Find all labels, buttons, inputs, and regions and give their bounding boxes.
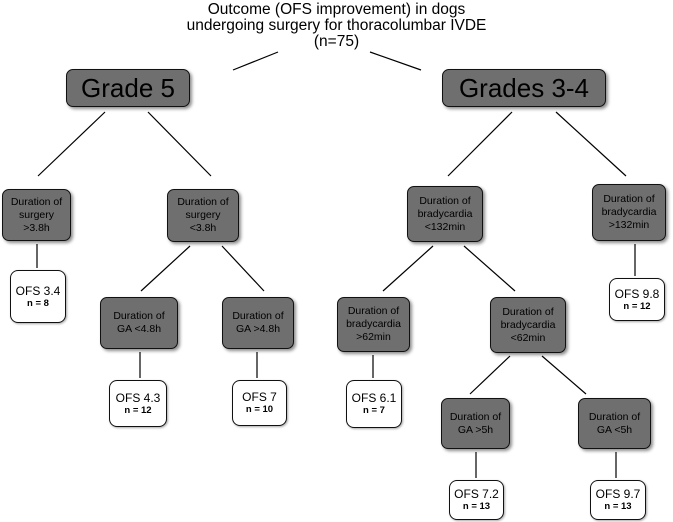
outcome-ofs-value: OFS 7.2	[454, 487, 499, 501]
outcome-ofs-value: OFS 7	[242, 390, 277, 404]
connector-grade5-surgery-lt	[147, 111, 212, 177]
node-label-line: >132min	[608, 219, 650, 231]
node-label-line: bradycardia	[417, 207, 473, 220]
node-bradycardia-lt-62min: Duration of bradycardia <62min	[490, 297, 566, 353]
diagram-title: Outcome (OFS improvement) in dogs underg…	[130, 2, 543, 50]
node-label-line: GA <4.8h	[116, 323, 162, 335]
outcome-ofs-value: OFS 6.1	[351, 391, 397, 405]
node-ga-gt-5h: Duration of GA >5h	[441, 398, 510, 449]
connector-brady-lt132-brady-gt62	[382, 245, 434, 292]
title-line-2: undergoing surgery for thoracolumbar IVD…	[186, 17, 487, 34]
node-label-line: surgery	[18, 208, 54, 221]
node-label-line: bradycardia	[601, 206, 657, 218]
node-surgery-gt-3-8h: Duration of surgery >3.8h	[2, 189, 71, 241]
node-label-line: Duration of	[10, 195, 63, 208]
connector-grades34-brady-gt132	[555, 111, 627, 177]
connector-grade5-surgery-gt	[37, 111, 106, 177]
node-label-line: Duration of	[347, 305, 400, 317]
node-label-line: GA <5h	[596, 423, 633, 436]
node-ga-gt-4-8h: Duration of GA >4.8h	[222, 297, 294, 349]
node-label-line: Duration of	[113, 310, 165, 322]
node-grades-3-4: Grades 3-4	[442, 69, 606, 107]
node-label-line: surgery	[185, 209, 221, 221]
outcome-ofs-value: OFS 3.4	[15, 283, 61, 298]
node-label-line: GA >4.8h	[235, 323, 281, 335]
outcome-sample-size: n = 13	[462, 501, 491, 512]
node-label-line: bradycardia	[500, 318, 556, 331]
outcome-ofs-7: OFS 7 n = 10	[232, 380, 287, 426]
node-label-line: GA >5h	[457, 423, 494, 436]
outcome-sample-size: n = 7	[363, 405, 385, 416]
outcome-ofs-4-3: OFS 4.3 n = 12	[109, 380, 167, 427]
outcome-ofs-value: OFS 4.3	[115, 390, 161, 405]
outcome-ofs-3-4: OFS 3.4 n = 8	[10, 270, 66, 323]
title-line-1: Outcome (OFS improvement) in dogs	[207, 1, 466, 18]
node-label-line: bradycardia	[346, 318, 401, 330]
outcome-sample-size: n = 8	[27, 297, 49, 309]
connector-brady-lt62-ga-lt5	[541, 355, 587, 395]
node-grades-3-4-label: Grades 3-4	[458, 73, 590, 103]
outcome-sample-size: n = 10	[245, 404, 274, 415]
node-ga-lt-5h: Duration of GA <5h	[578, 398, 651, 449]
node-label-line: >62min	[356, 331, 391, 343]
node-label-line: Duration of	[232, 310, 284, 322]
connector-brady-lt62-ga-gt5	[469, 355, 511, 395]
connector-surgery-lt-ga-lt48	[140, 245, 191, 292]
node-label-line: <62min	[510, 331, 546, 344]
node-grade-5-label: Grade 5	[81, 73, 175, 103]
node-bradycardia-gt-62min: Duration of bradycardia >62min	[337, 297, 410, 352]
outcome-ofs-9-7: OFS 9.7 n = 13	[590, 480, 646, 520]
connector-brady-lt132-brady-lt62	[463, 245, 516, 292]
connector-title-grades34	[369, 51, 422, 71]
node-label-line: Duration of	[502, 305, 554, 318]
node-surgery-lt-3-8h: Duration of surgery <3.8h	[167, 189, 239, 242]
node-ga-lt-4-8h: Duration of GA <4.8h	[100, 297, 178, 349]
outcome-sample-size: n = 12	[124, 404, 152, 416]
connector-grades34-brady-lt132	[447, 111, 513, 177]
outcome-ofs-6-1: OFS 6.1 n = 7	[346, 380, 402, 428]
node-label-line: <132min	[424, 220, 466, 233]
node-label-line: Duration of	[419, 194, 471, 207]
outcome-ofs-value: OFS 9.8	[614, 286, 660, 301]
node-bradycardia-lt-132min: Duration of bradycardia <132min	[407, 186, 483, 242]
node-label-line: >3.8h	[23, 221, 50, 234]
outcome-sample-size: n = 13	[604, 501, 632, 512]
node-bradycardia-gt-132min: Duration of bradycardia >132min	[592, 184, 666, 241]
node-label-line: Duration of	[588, 410, 641, 423]
outcome-ofs-9-8: OFS 9.8 n = 12	[609, 278, 665, 321]
node-label-line: Duration of	[177, 196, 229, 208]
node-label-line: <3.8h	[189, 222, 217, 234]
node-label-line: Duration of	[603, 193, 655, 205]
connector-title-grade5	[232, 51, 279, 71]
outcome-ofs-value: OFS 9.7	[595, 487, 641, 501]
connector-surgery-lt-ga-gt48	[221, 245, 265, 292]
title-line-3: (n=75)	[313, 33, 360, 50]
outcome-sample-size: n = 12	[623, 300, 651, 312]
node-grade-5: Grade 5	[66, 69, 190, 107]
node-label-line: Duration of	[449, 410, 502, 423]
outcome-ofs-7-2: OFS 7.2 n = 13	[449, 480, 504, 520]
